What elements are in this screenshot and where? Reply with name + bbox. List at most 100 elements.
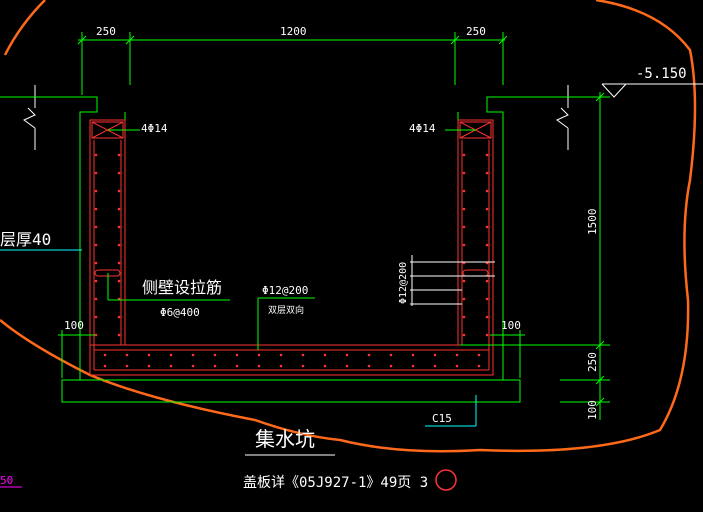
rebar-dot [94,279,98,283]
rebar-dot [213,353,217,357]
bottom-rebar-note: 双层双向 [268,304,304,316]
rebar-dot [117,243,121,247]
rebar-dot [94,171,98,175]
rebar-dot [147,353,151,357]
rebar-dot [485,207,489,211]
rebar-dot [94,333,98,337]
bottom-rebar-leader [257,297,315,350]
level-mark [601,83,703,98]
rebar-dot [477,353,481,357]
rebar-corner-left: 4Φ14 [141,122,168,135]
rebar-dot [485,153,489,157]
rebar-dot [389,364,393,368]
rebar-dot [94,315,98,319]
rebar-dot [235,353,239,357]
rebar-dot [169,364,173,368]
rebar-dot [125,364,129,368]
rebar-dot [94,261,98,265]
rebar-dot [411,364,415,368]
rebar-dot [433,364,437,368]
rebar-dot [117,315,121,319]
concrete-leader [425,395,477,427]
wall-layer-label: 层厚40 [0,230,51,249]
rebar-dot [94,207,98,211]
detail-marker [435,469,457,491]
rebar-dot [301,353,305,357]
rebar-dot [94,297,98,301]
rebar-dot [169,353,173,357]
rebar-dot [485,225,489,229]
rebar-dot [462,189,466,193]
dim-right-100: 100 [586,400,599,420]
top-dimension [77,32,508,95]
rebar-dot [433,353,437,357]
rebar-corner-right: 4Φ14 [409,122,436,135]
rebar-dot [389,353,393,357]
rebar-dot [117,333,121,337]
rebar-dot [462,243,466,247]
rebar-dot [462,279,466,283]
rebar-dot [455,353,459,357]
dim-top-left: 250 [96,25,116,38]
rebar-dot [485,189,489,193]
rebar-dot [367,364,371,368]
rebar-dot [477,364,481,368]
rebar-dot [117,153,121,157]
revision-cloud [0,0,697,453]
offset-dims [58,330,525,378]
rebar-dot [257,364,261,368]
drawing-title: 集水坑 [255,427,315,451]
rebar-dot [117,189,121,193]
rebar-dot [117,279,121,283]
dim-top-right: 250 [466,25,486,38]
rebar-dot [462,333,466,337]
dim-right-250: 250 [586,352,599,372]
rebar-dot [462,207,466,211]
rebar-dot [485,279,489,283]
tie-label: 侧壁设拉筋 [142,278,222,297]
reference-label: 盖板详《05J927-1》49页 3 [243,475,428,491]
rebar-dot [462,297,466,301]
rebar-dot [485,315,489,319]
dim-left-offset: 100 [64,319,84,332]
rebar-dot [411,353,415,357]
rebar-dot [323,353,327,357]
tie-leader [107,273,230,301]
rebar-dot [117,225,121,229]
vertical-rebar-leaders [410,255,495,306]
edge-label: 50 [0,474,13,487]
rebar-dot [301,364,305,368]
rebar-dot [462,315,466,319]
rebar-dot [462,225,466,229]
rebar-vertical-label: Φ12@200 [398,262,409,304]
rebar-dot [257,353,261,357]
slab-bottom [89,344,494,376]
rebar-dot [485,171,489,175]
rebar-dot [191,353,195,357]
rebar-dot [125,353,129,357]
dim-right-1500: 1500 [586,209,599,236]
rebar-dot [213,364,217,368]
rebar-dot [279,353,283,357]
rebar-dot [485,243,489,247]
dim-top-middle: 1200 [280,25,307,38]
bottom-rebar-main: Φ12@200 [262,284,308,297]
rebar-dot [117,207,121,211]
rebar-dot [103,353,107,357]
rebar-dot [455,364,459,368]
rebar-dot [94,153,98,157]
rebar-dot [117,261,121,265]
rebar-dot [94,189,98,193]
rebar-dot [485,333,489,337]
level-label: -5.150 [636,66,687,82]
rebar-dot [485,297,489,301]
right-vertical-dims [460,92,610,420]
rebar-dot [147,364,151,368]
rebar-dot [462,171,466,175]
rebar-dot [191,364,195,368]
rebar-dot [462,153,466,157]
rebar-dot [117,171,121,175]
rebar-dot [345,364,349,368]
dim-right-offset: 100 [501,319,521,332]
